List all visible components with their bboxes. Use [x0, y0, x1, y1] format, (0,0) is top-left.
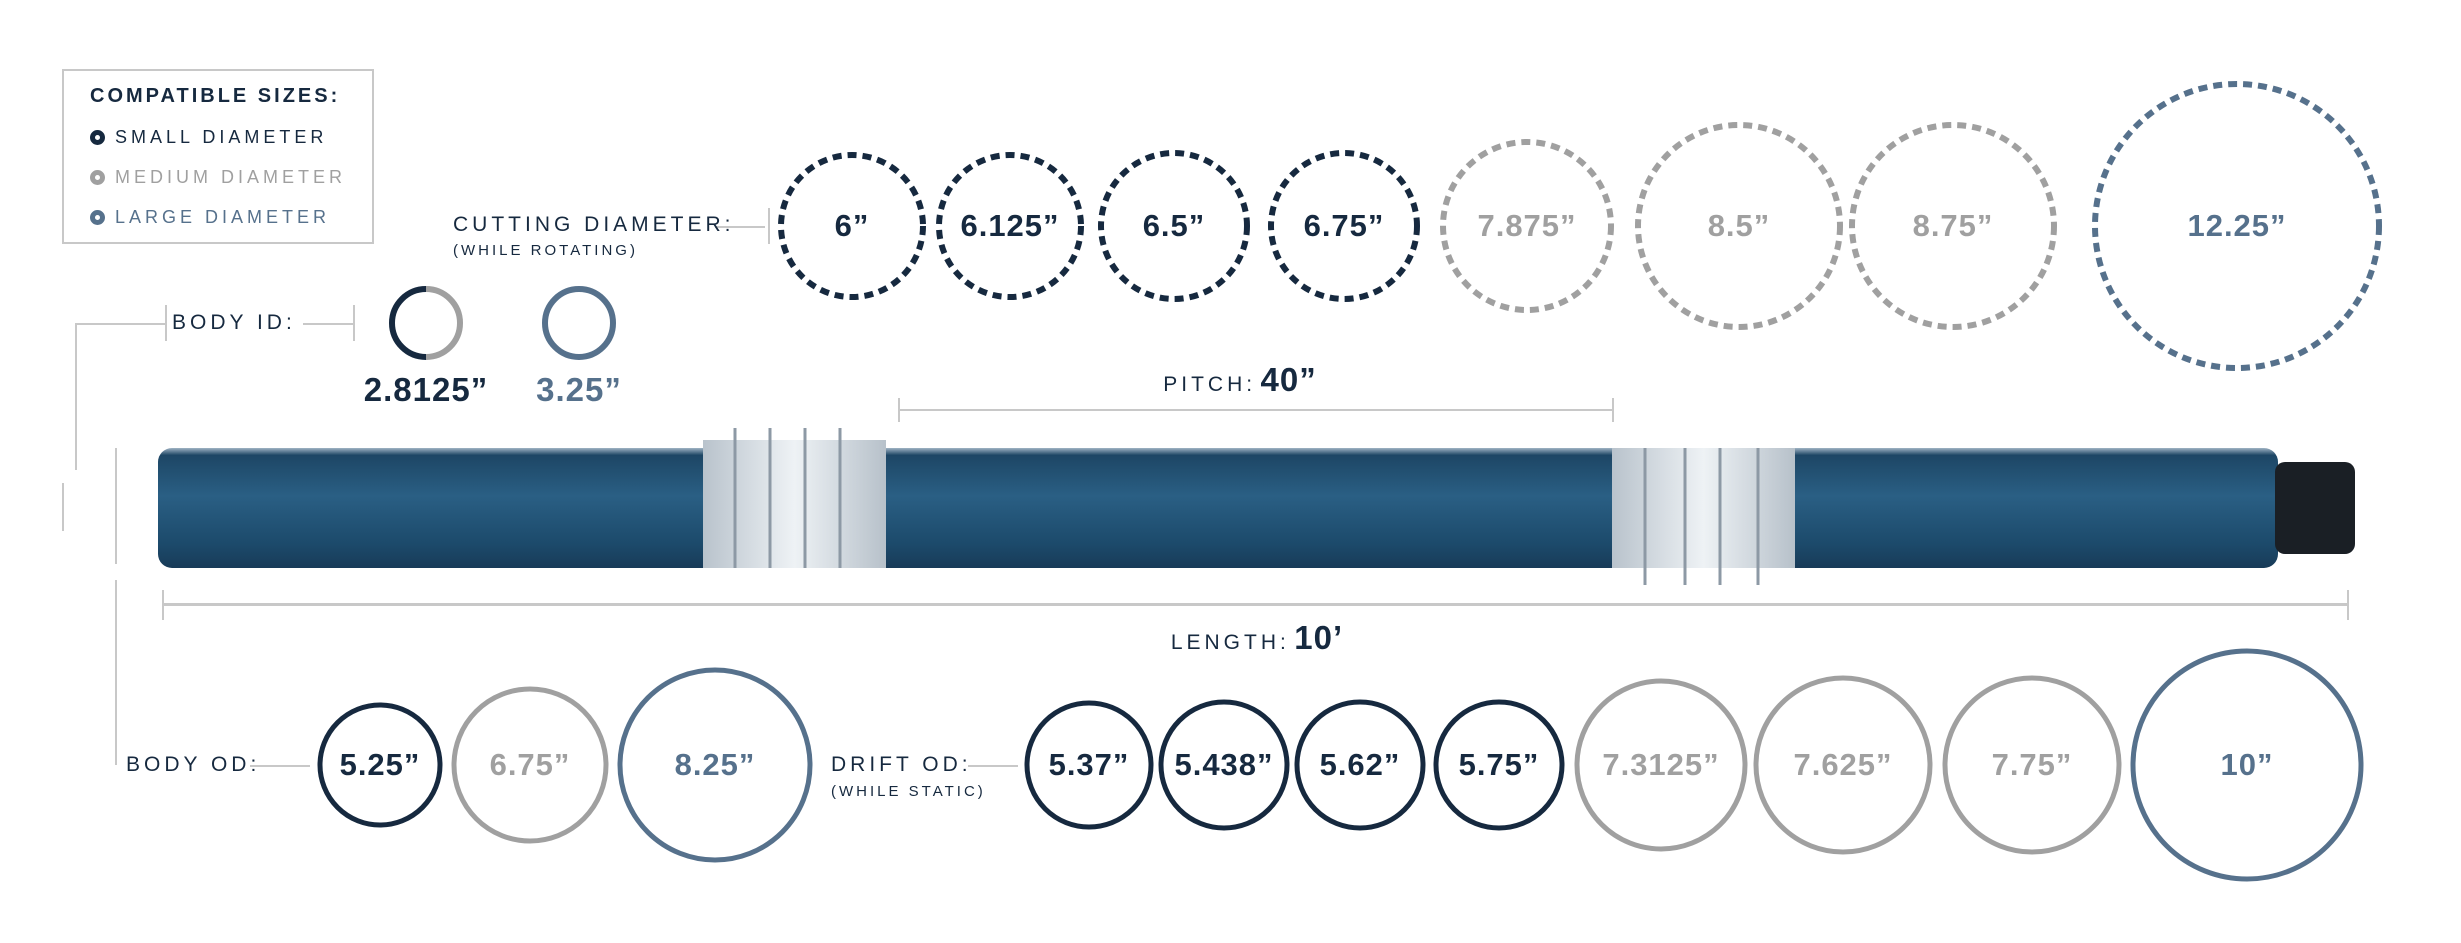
body-od-value: 6.75”: [489, 747, 571, 782]
cutting-diameter-ring: [936, 152, 1084, 300]
drill-pipe: [158, 428, 2355, 585]
connector-line: [968, 765, 1018, 767]
drift-od-ring: [2130, 648, 2364, 882]
length-readout: LENGTH: 10’: [1171, 619, 1343, 657]
drift-od-ring: [1753, 675, 1933, 855]
connector-tick: [165, 305, 167, 341]
cutting-diameter-ring: [1098, 150, 1250, 302]
legend-item-large: LARGE DIAMETER: [90, 207, 330, 228]
length-value: 10’: [1294, 619, 1344, 656]
cutting-diameter-label: CUTTING DIAMETER:: [453, 213, 735, 236]
cutting-diameter-value: 12.25”: [2187, 208, 2287, 243]
drift-od-sublabel: (WHILE STATIC): [831, 783, 986, 800]
cutting-diameter-ring: [1440, 139, 1614, 313]
legend-box: COMPATIBLE SIZES: SMALL DIAMETER MEDIUM …: [62, 69, 374, 244]
body-od-value: 8.25”: [674, 747, 756, 782]
stabilizer-blade-1: [703, 440, 886, 568]
body-od-value: 5.25”: [339, 747, 421, 782]
drift-od-value: 5.62”: [1319, 747, 1401, 782]
pitch-readout: PITCH: 40”: [1163, 361, 1317, 399]
cutting-diameter-ring: [1268, 150, 1420, 302]
ring-icon: [90, 130, 105, 145]
drift-od-ring: [1024, 700, 1154, 830]
length-dimension-line: [162, 603, 2348, 606]
body-od-label: BODY OD:: [126, 753, 261, 776]
pitch-tick: [898, 398, 900, 422]
body-od-ring: [617, 667, 813, 863]
ring-icon: [90, 170, 105, 185]
drift-od-value: 5.75”: [1458, 747, 1540, 782]
cutting-diameter-value: 8.5”: [1707, 208, 1771, 243]
legend-label: SMALL DIAMETER: [115, 127, 328, 147]
body-id-ring-left-half: [389, 286, 427, 360]
connector-line: [303, 323, 353, 325]
cutting-diameter-value: 8.75”: [1912, 208, 1994, 243]
drift-od-value: 7.75”: [1991, 747, 2073, 782]
connector-tick: [768, 208, 770, 244]
cutting-diameter-ring: [1635, 122, 1843, 330]
cutting-diameter-value: 6.5”: [1142, 208, 1206, 243]
drift-od-ring: [1574, 678, 1748, 852]
id-dimension-line: [62, 483, 64, 531]
connector-tick: [353, 305, 355, 341]
threaded-pin: [2275, 462, 2355, 554]
drift-od-ring: [1942, 675, 2122, 855]
cutting-diameter-value: 7.875”: [1477, 208, 1577, 243]
body-id-value: 2.8125”: [363, 371, 489, 408]
pitch-value: 40”: [1260, 361, 1317, 398]
body-id-label: BODY ID:: [172, 311, 296, 334]
legend-item-small: SMALL DIAMETER: [90, 127, 327, 148]
connector-line: [75, 323, 165, 325]
drift-od-label: DRIFT OD:: [831, 753, 972, 776]
blade-grooves-1: [733, 428, 842, 568]
drift-od-value: 7.3125”: [1602, 747, 1720, 782]
length-tick: [2347, 590, 2349, 620]
pitch-dimension-line: [898, 409, 1612, 411]
cutting-diameter-value: 6.125”: [960, 208, 1060, 243]
drift-od-ring: [1158, 699, 1290, 831]
drift-od-ring: [1433, 699, 1565, 831]
length-tick: [162, 590, 164, 620]
connector-line: [715, 226, 765, 228]
pipe-body: [158, 448, 2278, 568]
connector-line: [75, 323, 77, 470]
legend-label: LARGE DIAMETER: [115, 207, 331, 227]
body-id-value: 3.25”: [536, 371, 622, 408]
drift-od-value: 10”: [2220, 747, 2274, 782]
blade-grooves-2: [1643, 448, 1760, 585]
cutting-diameter-ring: [1849, 122, 2057, 330]
drift-od-value: 5.37”: [1048, 747, 1130, 782]
body-id-ring: [542, 286, 616, 360]
ring-icon: [90, 210, 105, 225]
pitch-tick: [1612, 398, 1614, 422]
od-dimension-line: [115, 448, 117, 564]
cutting-diameter-value: 6”: [834, 208, 870, 243]
stabilizer-blade-2: [1612, 448, 1795, 568]
connector-line: [250, 765, 310, 767]
drift-od-value: 7.625”: [1793, 747, 1893, 782]
cutting-diameter-ring: [2092, 81, 2382, 371]
legend-label: MEDIUM DIAMETER: [115, 167, 346, 187]
legend-item-medium: MEDIUM DIAMETER: [90, 167, 346, 188]
drift-od-value: 5.438”: [1174, 747, 1274, 782]
legend-title: COMPATIBLE SIZES:: [90, 85, 341, 107]
body-od-ring: [317, 702, 443, 828]
drift-od-ring: [1294, 699, 1426, 831]
cutting-diameter-ring: [778, 152, 926, 300]
connector-line: [115, 580, 117, 765]
pitch-label: PITCH:: [1163, 373, 1257, 396]
cutting-diameter-sublabel: (WHILE ROTATING): [453, 242, 638, 259]
cutting-diameter-value: 6.75”: [1303, 208, 1385, 243]
body-id-ring-right-half: [425, 286, 463, 360]
body-od-ring: [451, 686, 609, 844]
length-label: LENGTH:: [1170, 631, 1290, 654]
